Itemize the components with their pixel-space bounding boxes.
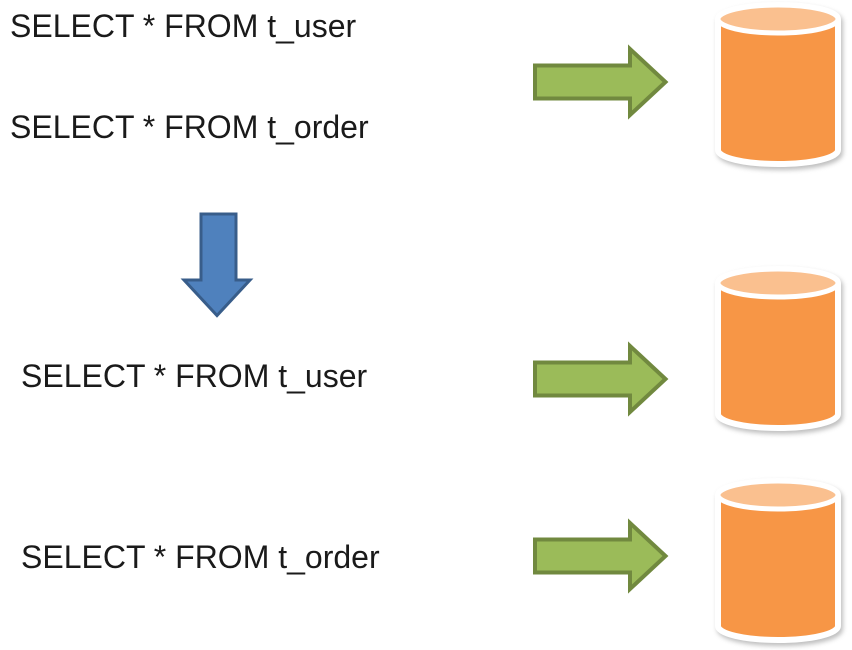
blue-down-arrow-icon	[180, 212, 254, 318]
database-cylinder-icon-3	[715, 478, 841, 643]
blue-down-arrow-shape	[180, 212, 254, 318]
sql-query-label-t-order-bottom: SELECT * FROM t_order	[21, 539, 380, 575]
green-right-arrow-shape	[533, 44, 669, 120]
green-right-arrow-shape	[533, 341, 669, 417]
cylinder-top-face	[715, 2, 841, 36]
cylinder-top-face	[715, 478, 841, 512]
sql-query-label-t-user-top: SELECT * FROM t_user	[10, 8, 357, 44]
green-right-arrow-icon-1	[533, 44, 669, 120]
database-cylinder-icon-1	[715, 2, 841, 167]
sql-query-label-t-user-bottom: SELECT * FROM t_user	[21, 358, 368, 394]
green-right-arrow-shape	[533, 518, 669, 594]
database-cylinder-icon-2	[715, 266, 841, 431]
green-right-arrow-icon-2	[533, 341, 669, 417]
sql-query-label-t-order-top: SELECT * FROM t_order	[10, 109, 369, 145]
cylinder-top-face	[715, 266, 841, 300]
green-right-arrow-icon-3	[533, 518, 669, 594]
